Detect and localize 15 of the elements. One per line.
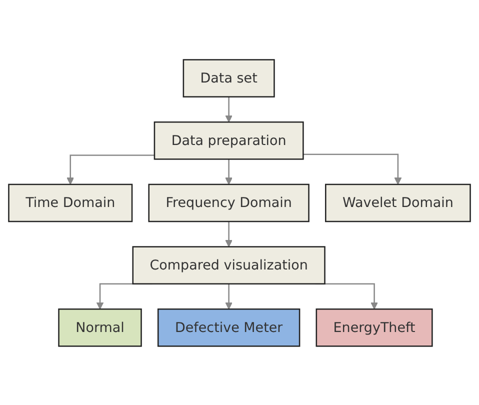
arrow (66, 154, 154, 184)
arrow (303, 153, 402, 184)
arrow (225, 220, 233, 247)
node-box: EnergyTheft (316, 308, 433, 346)
node-box: Compared visualization (132, 246, 326, 284)
node-box: Time Domain (8, 183, 133, 222)
arrow (225, 158, 233, 184)
node-box: Data preparation (154, 120, 304, 160)
arrow (225, 96, 233, 122)
arrow (225, 282, 233, 309)
node-box: Defective Meter (157, 308, 300, 346)
node-box: Frequency Domain (148, 183, 310, 222)
node-box: Wavelet Domain (325, 183, 471, 222)
node-box: Normal (58, 308, 142, 346)
node-box: Data set (182, 58, 275, 97)
